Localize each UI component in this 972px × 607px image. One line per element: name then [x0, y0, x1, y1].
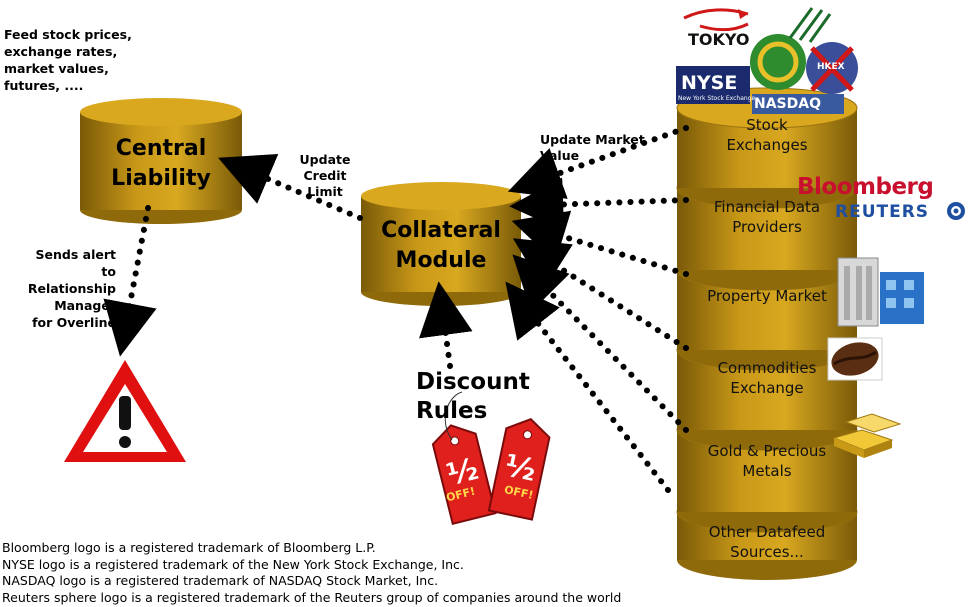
hkex-logo: HKEX: [817, 62, 845, 72]
warning-triangle-icon: [64, 360, 186, 462]
sends-alert-label: Sends alert to Relationship Manager for …: [14, 246, 116, 331]
tokyo-logo: TOKYO: [688, 30, 750, 49]
label-line: Limit: [307, 184, 343, 199]
collateral-module-title: Collateral Module: [361, 216, 521, 276]
central-liability-cylinder: [80, 98, 242, 224]
segment-line: Providers: [732, 218, 802, 236]
svg-text:½: ½: [501, 448, 539, 489]
footer-line: NYSE logo is a registered trademark of t…: [2, 556, 464, 572]
feed-note-line: futures, ....: [4, 78, 84, 93]
label-line: Value: [540, 148, 580, 163]
feed-note-line: market values,: [4, 61, 109, 76]
arrow-financial-data: [509, 177, 689, 232]
segment-line: Stock: [746, 116, 788, 134]
label-line: Sends alert: [35, 247, 116, 262]
collateral-module-cylinder: [361, 182, 521, 306]
title-line: Central: [115, 136, 207, 161]
segment-stock-exchanges: Stock Exchanges: [687, 115, 847, 155]
buildings-icon: [837, 257, 924, 327]
segment-line: Metals: [742, 462, 792, 480]
feed-note-line: exchange rates,: [4, 44, 118, 59]
feed-note: Feed stock prices, exchange rates, marke…: [4, 26, 144, 94]
label-line: Rules: [416, 398, 488, 424]
exchange-logos: [676, 7, 965, 220]
title-line: Liability: [111, 166, 211, 191]
footer-line: NASDAQ logo is a registered trademark of…: [2, 573, 439, 588]
segment-line: Other Datafeed: [708, 523, 826, 541]
arrow-discount-rules: [419, 281, 473, 369]
label-line: Update Credit: [299, 152, 351, 183]
data-source-stack: [676, 87, 858, 580]
segment-gold-precious-metals: Gold & Precious Metals: [687, 441, 847, 481]
label-line: Manager: [54, 298, 116, 313]
segment-line: Exchanges: [726, 136, 808, 154]
label-line: to: [101, 264, 116, 279]
update-credit-limit-label: Update Credit Limit: [276, 152, 374, 200]
nasdaq-logo: NASDAQ: [754, 96, 821, 112]
arrow-commodities: [512, 238, 689, 351]
segment-line: Exchange: [730, 379, 804, 397]
label-line: for Overline: [32, 315, 116, 330]
nyse-logo-subtitle: New York Stock Exchange: [678, 95, 756, 102]
segment-line: Financial Data: [713, 198, 821, 216]
segment-commodities-exchange: Commodities Exchange: [687, 358, 847, 398]
segment-other-datafeed-sources: Other Datafeed Sources...: [687, 522, 847, 562]
arrow-sends-alert: [103, 205, 157, 357]
half-off-tag-icon: ½ ½: [431, 391, 551, 526]
footer-line: Reuters sphere logo is a registered trad…: [2, 589, 622, 605]
label-line: Update Market: [540, 132, 645, 147]
arrow-other-sources: [505, 281, 671, 493]
update-market-value-label: Update Market Value: [540, 132, 650, 164]
segment-financial-data-providers: Financial Data Providers: [687, 197, 847, 237]
title-line: Collateral: [381, 218, 501, 243]
footer-line: Bloomberg logo is a registered trademark…: [2, 540, 376, 555]
segment-line: Commodities: [717, 359, 817, 377]
arrow-gold-metals: [512, 254, 689, 433]
arrow-stock-exchanges: [507, 125, 689, 199]
segment-line: Gold & Precious: [707, 442, 827, 460]
segment-line: Property Market: [707, 287, 827, 305]
central-liability-title: Central Liability: [80, 134, 242, 194]
dotted-connectors: [103, 125, 689, 493]
label-line: Discount: [416, 369, 530, 395]
reuters-logo: REUTERS: [835, 202, 930, 222]
arrow-update-credit-limit: [218, 154, 363, 221]
arrow-property-market: [511, 210, 689, 277]
feed-note-line: Feed stock prices,: [4, 27, 132, 42]
title-line: Module: [395, 248, 487, 273]
segment-line: Sources...: [730, 543, 804, 561]
trademark-footer: Bloomberg logo is a registered trademark…: [2, 540, 621, 606]
bloomberg-logo: Bloomberg: [797, 174, 934, 200]
segment-property-market: Property Market: [687, 286, 847, 306]
coffee-bean-icon: [827, 337, 883, 381]
label-line: Relationship: [27, 281, 116, 296]
gold-bars-icon: [832, 413, 902, 458]
discount-rules-label: Discount Rules: [416, 368, 530, 426]
nyse-logo: NYSE: [681, 72, 738, 94]
